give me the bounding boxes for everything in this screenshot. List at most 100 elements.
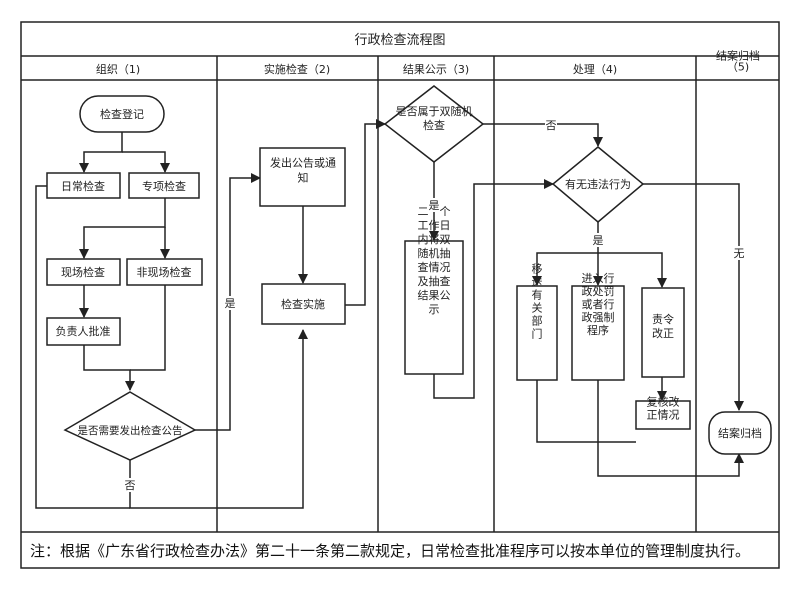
label-line: 正情况 [647, 409, 680, 422]
label-offsite-check: 非现场检查 [137, 265, 192, 279]
column-header-handle: 处理（4) [573, 63, 617, 76]
label-line: 专项检查 [142, 179, 186, 193]
label-line: 检查登记 [100, 107, 144, 121]
label-line: 查情况 [418, 260, 451, 274]
label-line: 送 [532, 275, 543, 289]
edge-label-bg [124, 478, 136, 492]
label-line: （5) [727, 61, 749, 74]
node-register [79, 95, 165, 133]
label-line: 关 [532, 301, 543, 315]
label-line: 随机抽 [418, 246, 451, 260]
edge-special-onsite [79, 198, 166, 259]
edge-register-split [79, 132, 123, 173]
column-header-organize: 组织（1) [96, 62, 140, 76]
label-need-notice: 是否需要发出检查公告 [78, 424, 183, 437]
node-daily-check [46, 172, 121, 199]
label-line: 门 [532, 327, 543, 341]
label-line: 程序 [587, 323, 609, 337]
label-line: 示 [429, 303, 440, 316]
node-transfer [516, 285, 558, 381]
edge-register-special [122, 151, 170, 173]
label-violation: 有无违法行为 [565, 177, 631, 191]
label-special-check: 专项检查 [142, 179, 186, 193]
label-line: 非现场检查 [137, 265, 192, 279]
edge-docheck-random [345, 119, 386, 306]
edge-label-bg [428, 198, 440, 212]
edge-violation-none [643, 183, 744, 411]
column-header-archive: 结案归档（5) [716, 49, 760, 74]
edge-label-bg [733, 246, 745, 260]
footnote: 注：根据《广东省行政检查办法》第二十一条第二款规定，日常检查批准程序可以按本单位… [30, 542, 751, 560]
label-rectify: 责令改正 [652, 312, 674, 340]
edge-label-no-notice: 否 [125, 479, 136, 492]
node-do-check [261, 283, 346, 325]
label-line: 进入行 [582, 272, 615, 285]
label-onsite-check: 现场检查 [61, 265, 105, 279]
label-close: 结案归档 [718, 426, 762, 440]
edge-daily-bypass [35, 185, 130, 509]
node-close [708, 411, 772, 455]
edge-label-bg [592, 233, 604, 247]
label-daily-check: 日常检查 [61, 179, 105, 193]
node-issue-notice [259, 147, 346, 207]
node-review [635, 400, 691, 430]
label-register: 检查登记 [100, 107, 144, 121]
edge-transfer-close [536, 380, 636, 443]
diagram-title: 行政检查流程图 [354, 33, 445, 48]
node-need-notice [63, 391, 197, 461]
edge-violation-rectify [598, 252, 667, 288]
label-line: 部 [532, 314, 543, 328]
label-line: 移 [532, 263, 543, 276]
edge-penalty-close [597, 380, 744, 477]
label-penalty: 进入行政处罚或者行政强制程序 [582, 272, 615, 337]
edge-label-yes-random: 是 [429, 199, 440, 212]
label-approve: 负责人批准 [56, 324, 111, 338]
node-double-random [383, 85, 485, 163]
label-line: 或者行 [582, 298, 615, 311]
label-line: 及抽查 [418, 274, 451, 288]
label-line: 现场检查 [61, 265, 105, 279]
label-line: 内将双 [418, 232, 451, 246]
label-line: 复核改 [647, 395, 680, 409]
label-line: 日常检查 [61, 179, 105, 193]
label-line: 是否需要发出检查公告 [78, 424, 183, 437]
node-violation [551, 146, 645, 223]
edge-label-yes-violation: 是 [593, 234, 604, 247]
label-line: 责令 [652, 312, 674, 326]
node-publish-20-days [404, 240, 464, 375]
node-rectify [641, 287, 685, 378]
label-line: 政强制 [582, 310, 615, 324]
label-review: 复核改正情况 [647, 395, 680, 422]
node-onsite-check [46, 258, 121, 286]
label-line: 结果公 [418, 289, 451, 302]
column-header-inspect: 实施检查（2) [264, 62, 330, 76]
label-line: 有 [532, 288, 543, 302]
label-line: 发出公告或通 [270, 156, 336, 170]
edge-random-no [483, 123, 603, 147]
column-header-publish: 结果公示（3) [403, 63, 469, 76]
node-penalty [571, 285, 625, 381]
edge-label-no-random: 否 [546, 119, 557, 132]
label-line: 检查实施 [281, 297, 325, 311]
edge-publish-violation [433, 179, 554, 399]
node-approve [46, 317, 121, 346]
label-line: 结案归档 [716, 49, 760, 63]
label-line: 是否属于双随机 [396, 104, 473, 118]
label-line: 知 [298, 171, 309, 185]
label-line: 有无违法行为 [565, 177, 631, 191]
label-line: 结案归档 [718, 426, 762, 440]
edge-label-bg [224, 296, 236, 310]
edge-offsite-merge [130, 285, 166, 371]
label-publish-20-days: 二十个工作日内将双随机抽查情况及抽查结果公示 [418, 204, 451, 316]
label-do-check: 检查实施 [281, 297, 325, 311]
edge-label-bg [545, 118, 557, 131]
node-special-check [128, 172, 200, 199]
node-offsite-check [126, 258, 203, 286]
edge-label-yes-notice: 是 [225, 297, 236, 310]
label-transfer: 移送有关部门 [532, 263, 543, 341]
label-line: 政处罚 [582, 284, 615, 298]
edge-label-no-violation: 无 [734, 247, 745, 260]
label-line: 改正 [652, 326, 674, 340]
edge-approve-merge [83, 345, 135, 391]
